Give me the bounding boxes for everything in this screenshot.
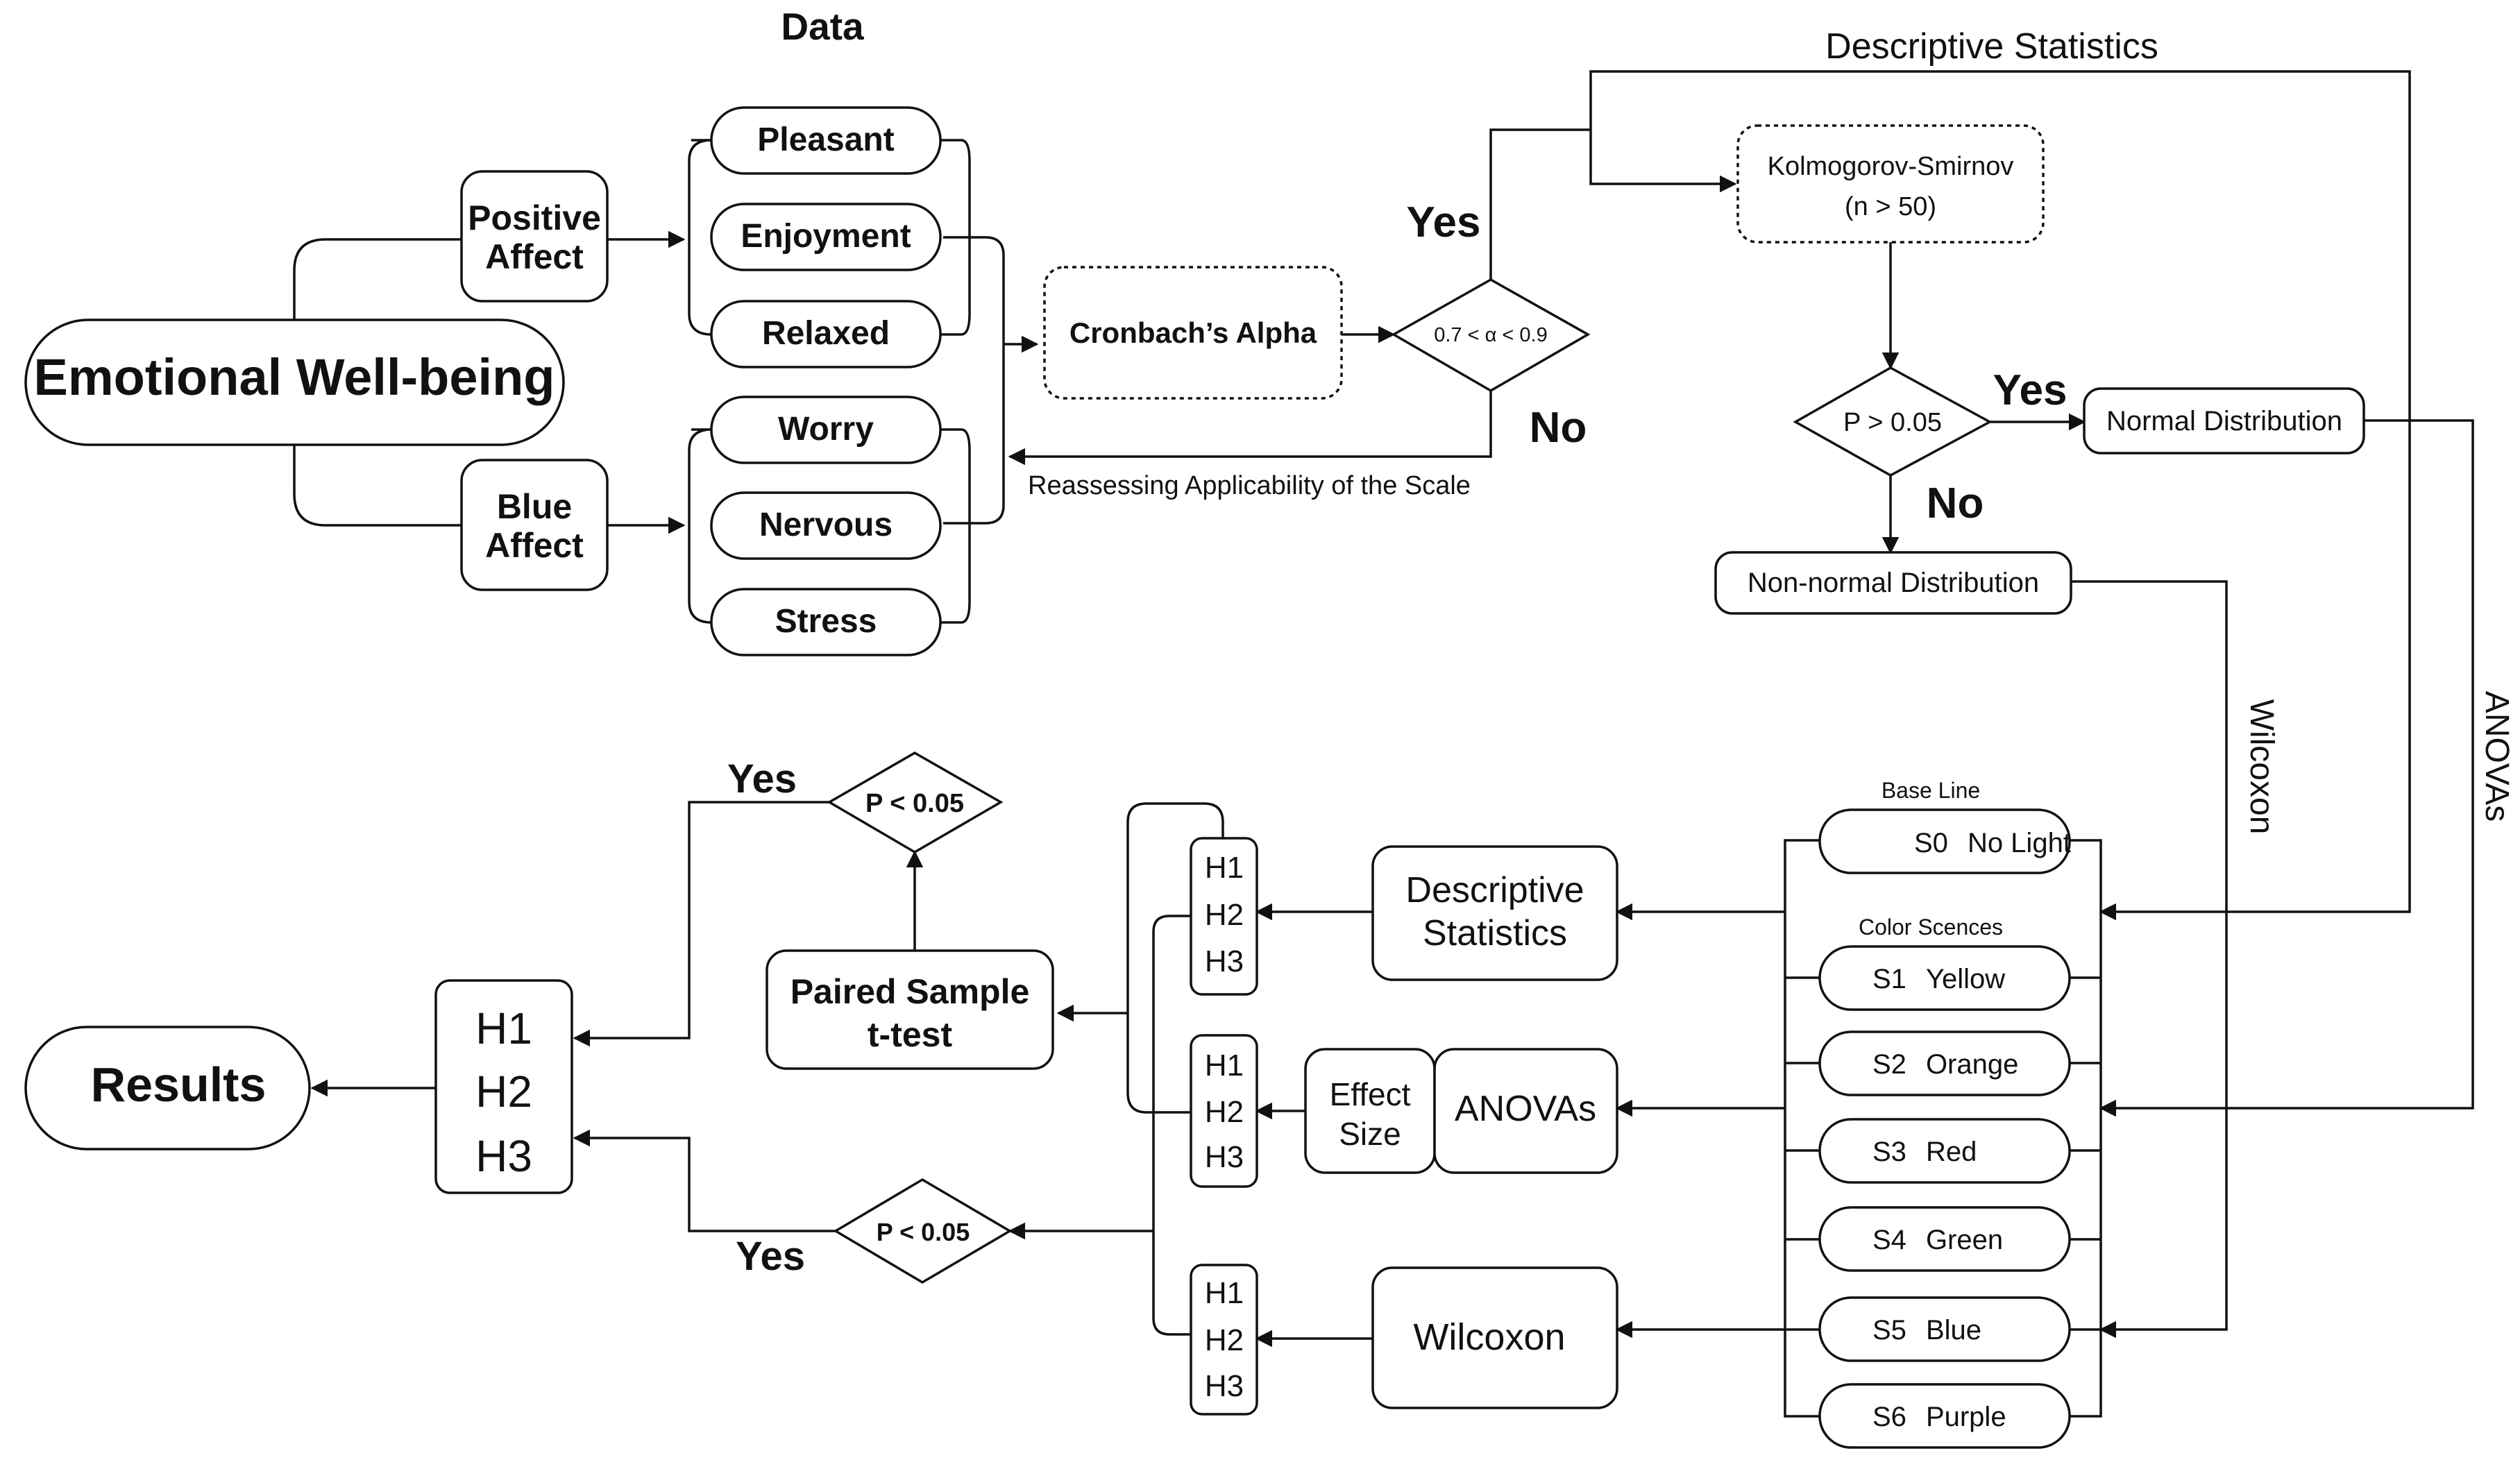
ks-line1: Kolmogorov-Smirnov [1768,152,2014,181]
reassess-label: Reassessing Applicability of the Scale [1028,471,1471,500]
h3-final: H3 [475,1131,532,1181]
enjoyment-label: Enjoyment [741,218,911,255]
scene-s1 [1818,945,2071,1011]
normality-no: No [1927,479,1984,527]
alpha-condition: 0.7 < α < 0.9 [1434,324,1548,346]
paired-ttest-node [766,949,1054,1070]
cronbach-label: Cronbach’s Alpha [1069,316,1317,349]
paired-line2: t-test [868,1015,953,1054]
item-relaxed [710,300,942,368]
normality-yes: Yes [1993,366,2067,414]
nonnormal-label: Non-normal Distribution [1748,568,2039,598]
ks-test-node [1736,124,2045,244]
wilcoxon-path-label: Wilcoxon [2243,699,2280,835]
positive-affect-node [460,170,609,303]
h3-mid: H3 [1205,1140,1244,1174]
item-nervous [710,491,942,560]
effect-line1: Effect [1330,1076,1411,1112]
significance-decision-top [827,751,1004,854]
normal-distribution-node [2083,387,2365,455]
anovas-node [1433,1048,1618,1174]
descriptive-line2: Statistics [1423,913,1567,953]
scene-s6 [1818,1383,2071,1449]
results-node [24,1026,311,1150]
h2-bottom: H2 [1205,1323,1244,1357]
item-worry [710,396,942,464]
blue-line2: Affect [485,526,584,565]
scene-s5 [1818,1296,2071,1362]
h1-mid: H1 [1205,1048,1244,1082]
significance-bottom-label: P < 0.05 [877,1218,970,1246]
anovas-label: ANOVAs [1455,1089,1596,1129]
data-header: Data [781,5,864,48]
cronbach-node [1043,266,1343,400]
item-stress [710,588,942,656]
labels: Data Descriptive Statistics Emotional We… [34,5,2515,1432]
alpha-yes: Yes [1407,198,1481,246]
descriptive-stats-node [1371,845,1618,981]
normality-decision [1793,366,1993,477]
scene-s4 [1818,1206,2071,1272]
yes-bottom: Yes [736,1234,805,1279]
pleasant-label: Pleasant [757,121,894,158]
normal-label: Normal Distribution [2106,406,2342,436]
h1-top: H1 [1205,851,1244,885]
anovas-path-label: ANOVAs [2478,691,2515,822]
nervous-label: Nervous [759,507,893,543]
h2-top: H2 [1205,898,1244,932]
connectors [293,70,2474,1418]
normality-condition: P > 0.05 [1843,408,1942,437]
paired-line1: Paired Sample [790,972,1030,1011]
hypotheses-descriptive [1190,837,1258,996]
hypotheses-anovas [1190,1034,1258,1188]
hypotheses-wilcoxon [1190,1264,1258,1416]
wilcoxon-label: Wilcoxon [1413,1316,1565,1358]
h1-bottom: H1 [1205,1276,1244,1310]
h3-top: H3 [1205,944,1244,978]
color-scenes-label: Color Scences [1859,915,2003,940]
blue-line1: Blue [497,487,572,526]
descriptive-line1: Descriptive [1405,870,1584,910]
h1-final: H1 [475,1003,532,1053]
descriptive-header: Descriptive Statistics [1825,26,2158,67]
hypotheses-final [434,979,573,1194]
positive-line1: Positive [468,198,601,237]
alpha-decision [1391,278,1591,393]
nonnormal-distribution-node [1714,551,2072,615]
results-label: Results [91,1058,267,1112]
item-enjoyment [710,203,942,271]
scene-s0 [1818,808,2071,874]
effect-line2: Size [1339,1116,1401,1152]
baseline-label: Base Line [1881,778,1980,803]
worry-label: Worry [778,411,874,448]
item-pleasant [710,106,942,175]
h3-bottom: H3 [1205,1369,1244,1403]
significance-top-label: P < 0.05 [865,789,964,818]
stress-label: Stress [775,603,877,640]
emotional-wellbeing-node [24,319,565,446]
wilcoxon-node [1371,1266,1618,1409]
h2-mid: H2 [1205,1095,1244,1129]
relaxed-label: Relaxed [762,315,890,352]
significance-decision-bottom [833,1178,1013,1284]
root-label: Emotional Well-being [34,348,555,406]
positive-line2: Affect [485,237,584,276]
shapes [24,106,2365,1449]
yes-top: Yes [727,756,797,801]
h2-final: H2 [475,1067,532,1116]
scene-s3 [1818,1118,2071,1184]
scene-s2 [1818,1030,2071,1096]
ks-line2: (n > 50) [1845,192,1936,221]
alpha-no: No [1530,404,1587,452]
blue-affect-node [460,459,609,591]
